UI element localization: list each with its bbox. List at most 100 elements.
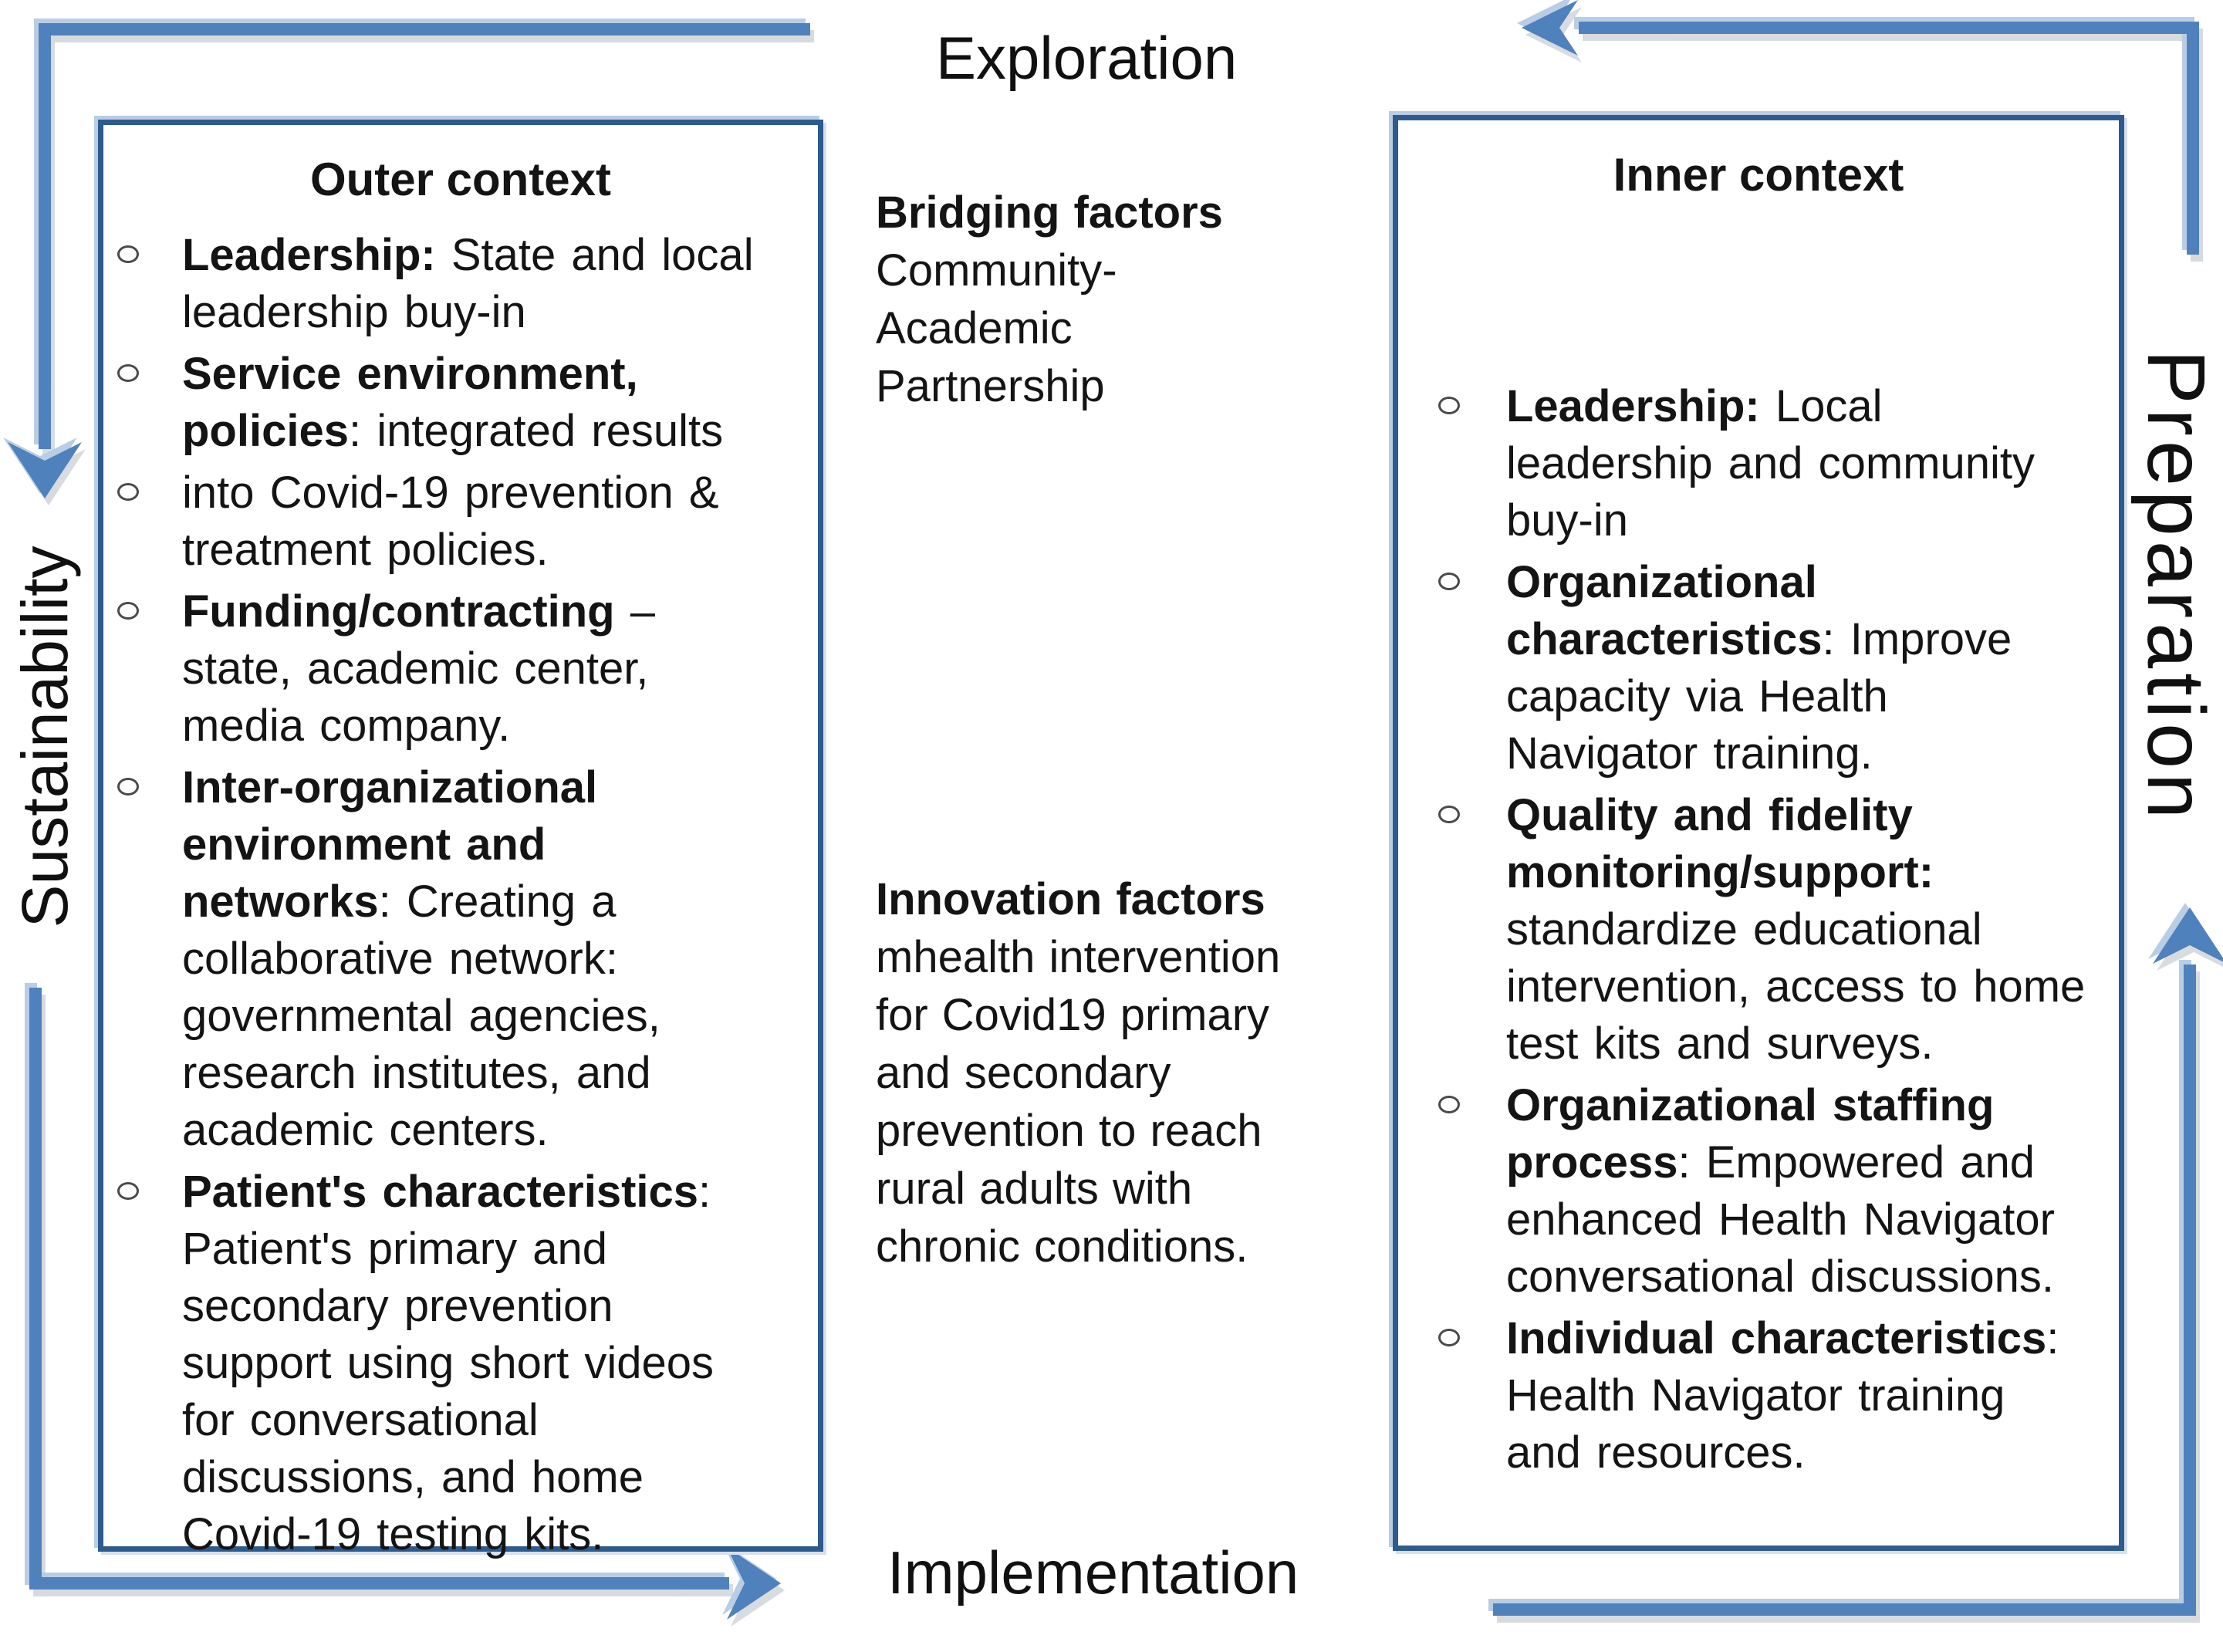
- text-line: mhealth intervention: [876, 932, 1281, 982]
- item-bold-text: Quality and fidelity: [1506, 790, 1913, 840]
- item-line: Individual characteristics:: [1506, 1310, 2059, 1367]
- item-plain-text: standardize educational: [1506, 904, 1982, 954]
- item-bold-text: process: [1506, 1137, 1678, 1187]
- item-plain-text: into Covid-19 prevention &: [182, 468, 719, 518]
- item-bold-text: Inter-organizational: [182, 762, 598, 812]
- item-line: for conversational: [182, 1392, 714, 1449]
- list-item: Individual characteristics:Health Naviga…: [1398, 1310, 2119, 1481]
- item-line: Patient's primary and: [182, 1221, 714, 1278]
- circle-bullet-icon: [117, 602, 139, 620]
- item-plain-text: secondary prevention: [182, 1281, 613, 1331]
- item-plain-text: conversational discussions.: [1506, 1252, 2055, 1302]
- item-plain-text: and resources.: [1506, 1427, 1806, 1478]
- item-plain-text: collaborative network:: [182, 934, 618, 984]
- item-plain-text: for conversational: [182, 1395, 539, 1445]
- outer-context-title: Outer context: [309, 154, 612, 205]
- item-line: leadership buy-in: [182, 284, 754, 341]
- item-text: into Covid-19 prevention & treatment poli…: [182, 465, 719, 579]
- item-plain-text: buy-in: [1506, 495, 1628, 546]
- list-item: Patient's characteristics:Patient's prim…: [103, 1164, 818, 1563]
- list-item: into Covid-19 prevention & treatment poli…: [103, 465, 818, 579]
- outer-context-box: Outer context Leadership: State and loca…: [98, 120, 823, 1559]
- item-line: Quality and fidelity: [1506, 787, 2085, 844]
- item-line: support using short videos: [182, 1335, 714, 1392]
- item-line: Service environment,: [182, 346, 723, 403]
- item-bold-text: Patient's characteristics: [182, 1167, 699, 1217]
- item-bold-text: Service environment,: [182, 349, 638, 399]
- text-line: and secondary: [876, 1048, 1171, 1098]
- item-bold-text: networks: [182, 877, 379, 927]
- item-plain-text: :: [2046, 1313, 2059, 1363]
- item-plain-text: governmental agencies,: [182, 991, 660, 1041]
- arrow-left-head-icon: [1522, 0, 1578, 56]
- item-plain-text: treatment policies.: [182, 525, 549, 575]
- item-plain-text: : Improve: [1822, 614, 2012, 664]
- item-line: environment and: [182, 816, 660, 873]
- item-bold-text: Organizational staffing: [1506, 1080, 1995, 1130]
- item-bold-text: Leadership:: [1506, 381, 1760, 431]
- item-line: characteristics: Improve: [1506, 611, 2012, 668]
- item-line: intervention, access to home: [1506, 958, 2085, 1015]
- item-line: research institutes, and: [182, 1045, 660, 1102]
- item-plain-text: :: [698, 1167, 711, 1217]
- item-plain-text: discussions, and home: [182, 1452, 644, 1502]
- item-line: leadership and community: [1506, 435, 2035, 492]
- item-plain-text: : Creating a: [378, 877, 617, 927]
- item-line: collaborative network:: [182, 931, 660, 988]
- item-plain-text: test kits and surveys.: [1506, 1019, 1934, 1069]
- item-line: Funding/contracting –: [182, 583, 655, 640]
- text-line: prevention to reach: [876, 1106, 1262, 1156]
- item-line: Patient's characteristics:: [182, 1164, 714, 1221]
- item-line: policies: integrated results: [182, 403, 723, 460]
- item-bold-text: Organizational: [1506, 557, 1817, 607]
- item-text: Patient's characteristics:Patient's prim…: [182, 1164, 714, 1563]
- item-plain-text: enhanced Health Navigator: [1506, 1194, 2055, 1245]
- item-line: Leadership: Local: [1506, 378, 2035, 435]
- item-line: and resources.: [1506, 1424, 2059, 1481]
- list-item: Funding/contracting –state, academic cen…: [103, 583, 818, 755]
- item-line: treatment policies.: [182, 522, 719, 579]
- item-plain-text: –: [614, 586, 655, 637]
- circle-bullet-icon: [1438, 573, 1460, 590]
- item-plain-text: : integrated results: [348, 406, 724, 456]
- item-line: Covid-19 testing kits.: [182, 1506, 714, 1563]
- item-plain-text: state, academic center,: [182, 644, 649, 694]
- item-line: Leadership: State and local: [182, 227, 754, 284]
- innovation-factors-title: Innovation factors: [876, 874, 1265, 924]
- item-plain-text: Health Navigator training: [1506, 1370, 2005, 1421]
- circle-bullet-icon: [117, 778, 139, 796]
- item-plain-text: Navigator training.: [1506, 728, 1873, 779]
- item-bold-text: Individual characteristics: [1506, 1313, 2047, 1363]
- item-bold-text: Leadership:: [182, 230, 436, 280]
- inner-context-title: Inner context: [1613, 149, 1904, 201]
- item-plain-text: research institutes, and: [182, 1048, 651, 1098]
- text-line: Partnership: [876, 361, 1105, 411]
- item-bold-text: Funding/contracting: [182, 586, 615, 637]
- item-line: monitoring/support:: [1506, 844, 2085, 901]
- item-line: process: Empowered and: [1506, 1134, 2055, 1191]
- item-line: Navigator training.: [1506, 725, 2012, 782]
- item-line: test kits and surveys.: [1506, 1015, 2085, 1073]
- item-line: secondary prevention: [182, 1278, 714, 1335]
- bridging-factors-title: Bridging factors: [876, 187, 1223, 238]
- circle-bullet-icon: [1438, 397, 1460, 414]
- item-line: buy-in: [1506, 492, 2035, 549]
- item-plain-text: Local: [1759, 381, 1883, 431]
- item-line: capacity via Health: [1506, 668, 2012, 725]
- circle-bullet-icon: [1438, 1329, 1460, 1346]
- item-line: standardize educational: [1506, 901, 2085, 958]
- circle-bullet-icon: [117, 364, 139, 382]
